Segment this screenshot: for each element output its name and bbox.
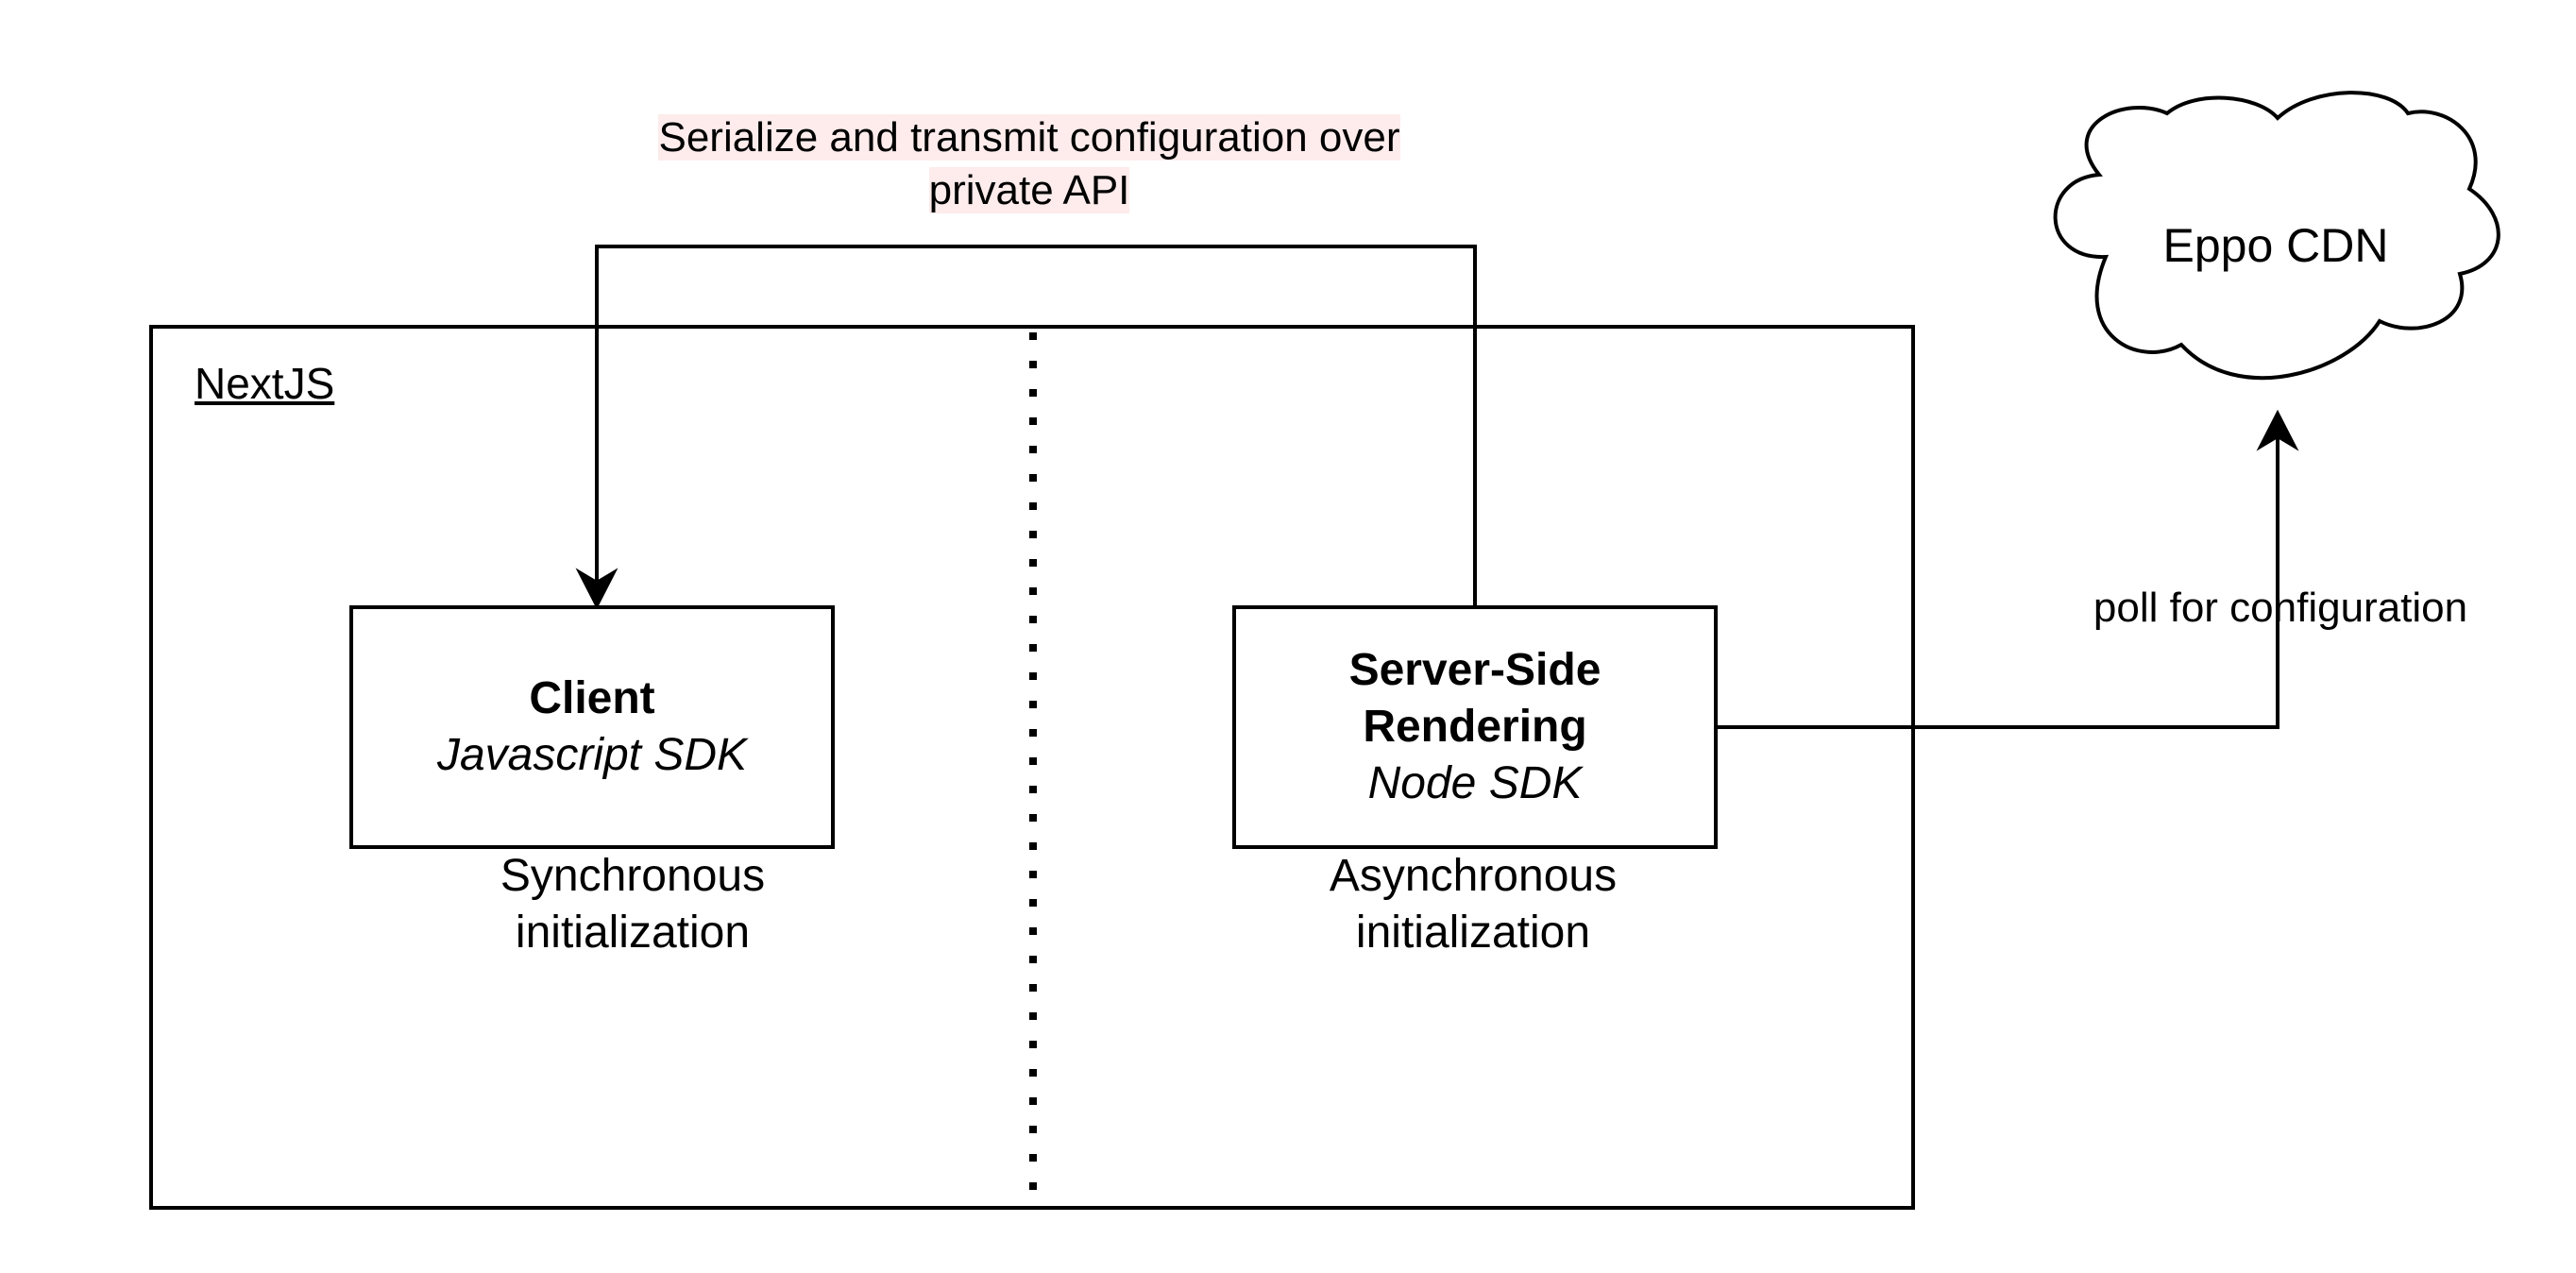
ssr-title-line-2: Rendering — [1363, 702, 1587, 752]
eppo-cdn-label: Eppo CDN — [2162, 219, 2389, 272]
client-init-note: Synchronous initialization — [397, 848, 869, 961]
poll-for-configuration-label: poll for configuration — [2093, 585, 2468, 631]
serialize-label-line-2: private API — [928, 167, 1130, 213]
poll-arrowhead — [2256, 409, 2299, 451]
ssr-box-label: Server-Side Rendering Node SDK — [1234, 607, 1716, 847]
serialize-transmit-label: Serialize and transmit configuration ove… — [623, 111, 1435, 217]
serialize-arrowhead — [575, 568, 619, 610]
eppo-cdn-cloud — [2053, 91, 2500, 381]
ssr-box — [1232, 605, 1718, 849]
poll-connector — [1716, 437, 2279, 729]
nextjs-frame — [149, 325, 1915, 1210]
ssr-title-line-1: Server-Side — [1348, 645, 1602, 695]
ssr-note-line-1: Asynchronous — [1329, 851, 1618, 901]
serialize-connector — [595, 245, 1477, 607]
ssr-subtitle: Node SDK — [1367, 758, 1583, 808]
client-title: Client — [529, 673, 655, 723]
nextjs-frame-title: NextJS — [195, 359, 335, 408]
client-box — [349, 605, 835, 849]
client-note-line-1: Synchronous — [500, 851, 766, 901]
client-note-line-2: initialization — [515, 908, 751, 958]
client-subtitle: Javascript SDK — [436, 730, 748, 780]
client-box-label: Client Javascript SDK — [351, 607, 833, 847]
ssr-note-line-2: initialization — [1355, 908, 1591, 958]
serialize-label-line-1: Serialize and transmit configuration ove… — [658, 114, 1400, 161]
ssr-init-note: Asynchronous initialization — [1237, 848, 1709, 961]
